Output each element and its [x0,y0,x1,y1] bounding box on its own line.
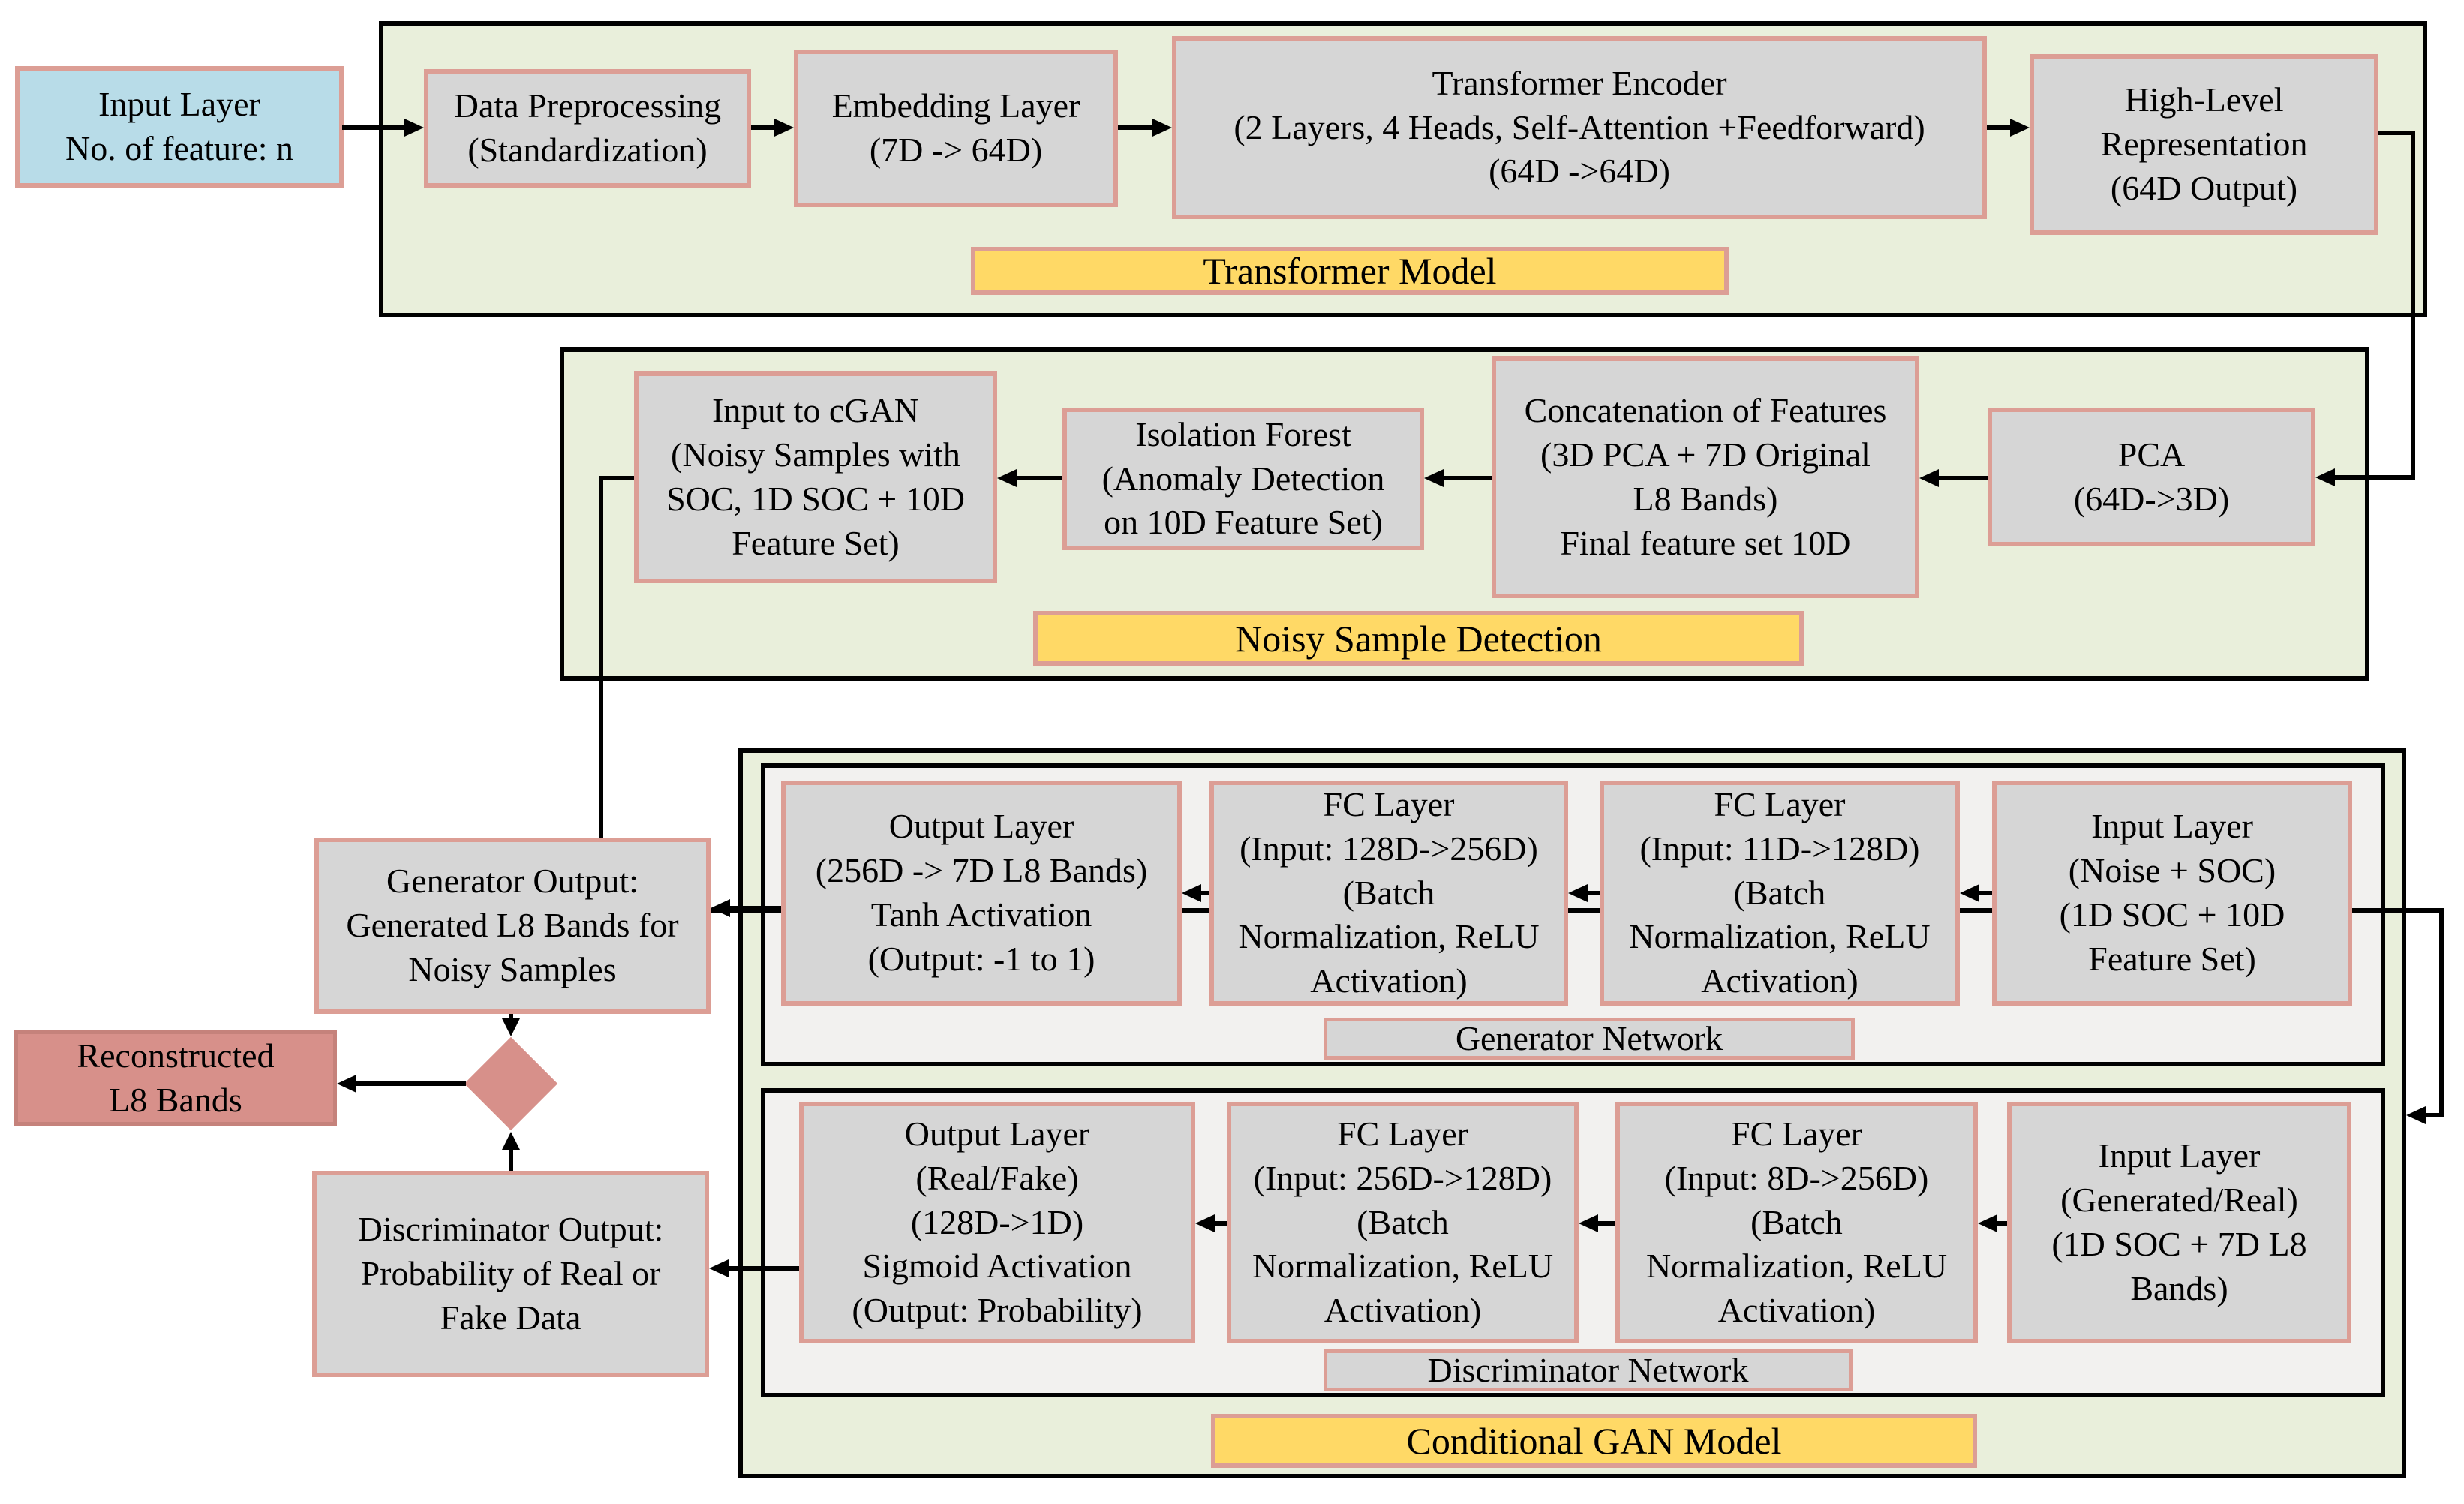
arrow-head [1960,884,1979,902]
conditional-gan-banner: Conditional GAN Model [1211,1414,1977,1468]
merge-diamond [464,1036,558,1131]
arrow-head [1152,119,1172,137]
connector-segment [2439,908,2444,1115]
input-to-cgan-box: Input to cGAN (Noisy Samples with SOC, 1… [634,371,997,583]
arrow-head [1182,884,1201,902]
arrow-head [774,119,794,137]
arrow-shaft [1987,125,2012,130]
generator-input-layer-box: Input Layer (Noise + SOC) (1D SOC + 10D … [1992,781,2352,1006]
arrow-head [404,119,424,137]
generator-fc-128-box: FC Layer (Input: 11D->128D) (Batch Norma… [1600,781,1960,1006]
arrow-shaft [1598,1221,1615,1226]
discriminator-fc-128-box: FC Layer (Input: 256D->128D) (Batch Norm… [1227,1102,1579,1343]
generator-output-layer-box: Output Layer (256D -> 7D L8 Bands) Tanh … [781,781,1182,1006]
arrow-shaft [1017,476,1062,480]
input-layer-box: Input Layer No. of feature: n [15,66,344,188]
arrow-shaft [1979,891,1992,895]
arrow-shaft [1939,476,1988,480]
arrow-head [2406,1106,2426,1124]
arrow-head [1568,884,1588,902]
discriminator-network-label: Discriminator Network [1324,1349,1853,1391]
reconstructed-l8-bands-box: Reconstructed L8 Bands [14,1030,337,1126]
arrow-shaft [1588,891,1600,895]
arrow-head [1195,1214,1215,1232]
arrow-shaft [356,1081,466,1086]
arrow-head [709,1259,729,1277]
arrow-head [2315,468,2335,486]
connector-segment [599,476,634,480]
generator-output-box: Generator Output: Generated L8 Bands for… [314,838,711,1014]
arrow-head [997,469,1017,487]
arrow-shaft [729,1266,799,1271]
arrow-shaft [1118,125,1154,130]
arrow-head [502,1132,520,1150]
data-preprocessing-box: Data Preprocessing (Standardization) [424,69,751,188]
arrow-head [1919,469,1939,487]
connector-segment [2411,131,2415,480]
discriminator-output-layer-box: Output Layer (Real/Fake) (128D->1D) Sigm… [799,1102,1195,1343]
discriminator-fc-256-box: FC Layer (Input: 8D->256D) (Batch Normal… [1615,1102,1978,1343]
noisy-sample-detection-banner: Noisy Sample Detection [1033,611,1804,666]
embedding-layer-box: Embedding Layer (7D -> 64D) [794,50,1118,207]
connector-segment [2426,1113,2444,1117]
arrow-head [502,1018,520,1036]
arrow-shaft [1215,1221,1227,1226]
pca-box: PCA (64D->3D) [1988,408,2315,546]
discriminator-input-layer-box: Input Layer (Generated/Real) (1D SOC + 7… [2007,1102,2351,1343]
arrow-shaft [1201,891,1209,895]
arrow-shaft [1997,1221,2007,1226]
arrow-shaft [730,906,781,910]
generator-fc-256-box: FC Layer (Input: 128D->256D) (Batch Norm… [1209,781,1568,1006]
connector-segment [599,476,603,913]
connector-segment [2335,475,2415,480]
arrow-shaft [342,125,406,130]
generator-network-label: Generator Network [1324,1018,1855,1060]
connector-segment [2378,131,2415,135]
arrow-shaft [751,125,776,130]
transformer-encoder-box: Transformer Encoder (2 Layers, 4 Heads, … [1172,36,1987,219]
arrow-shaft [1444,476,1492,480]
discriminator-output-box: Discriminator Output: Probability of Rea… [312,1171,709,1377]
arrow-shaft [509,1148,513,1171]
arrow-head [2010,119,2030,137]
arrow-head [337,1075,356,1093]
arrow-head [711,899,730,917]
arrow-head [1579,1214,1598,1232]
arrow-head [1978,1214,1997,1232]
arrow-shaft [509,1014,513,1021]
concatenation-box: Concatenation of Features (3D PCA + 7D O… [1492,356,1919,598]
isolation-forest-box: Isolation Forest (Anomaly Detection on 1… [1062,408,1424,550]
high-level-representation-box: High-Level Representation (64D Output) [2030,54,2378,235]
transformer-model-banner: Transformer Model [971,247,1729,295]
arrow-head [1424,469,1444,487]
